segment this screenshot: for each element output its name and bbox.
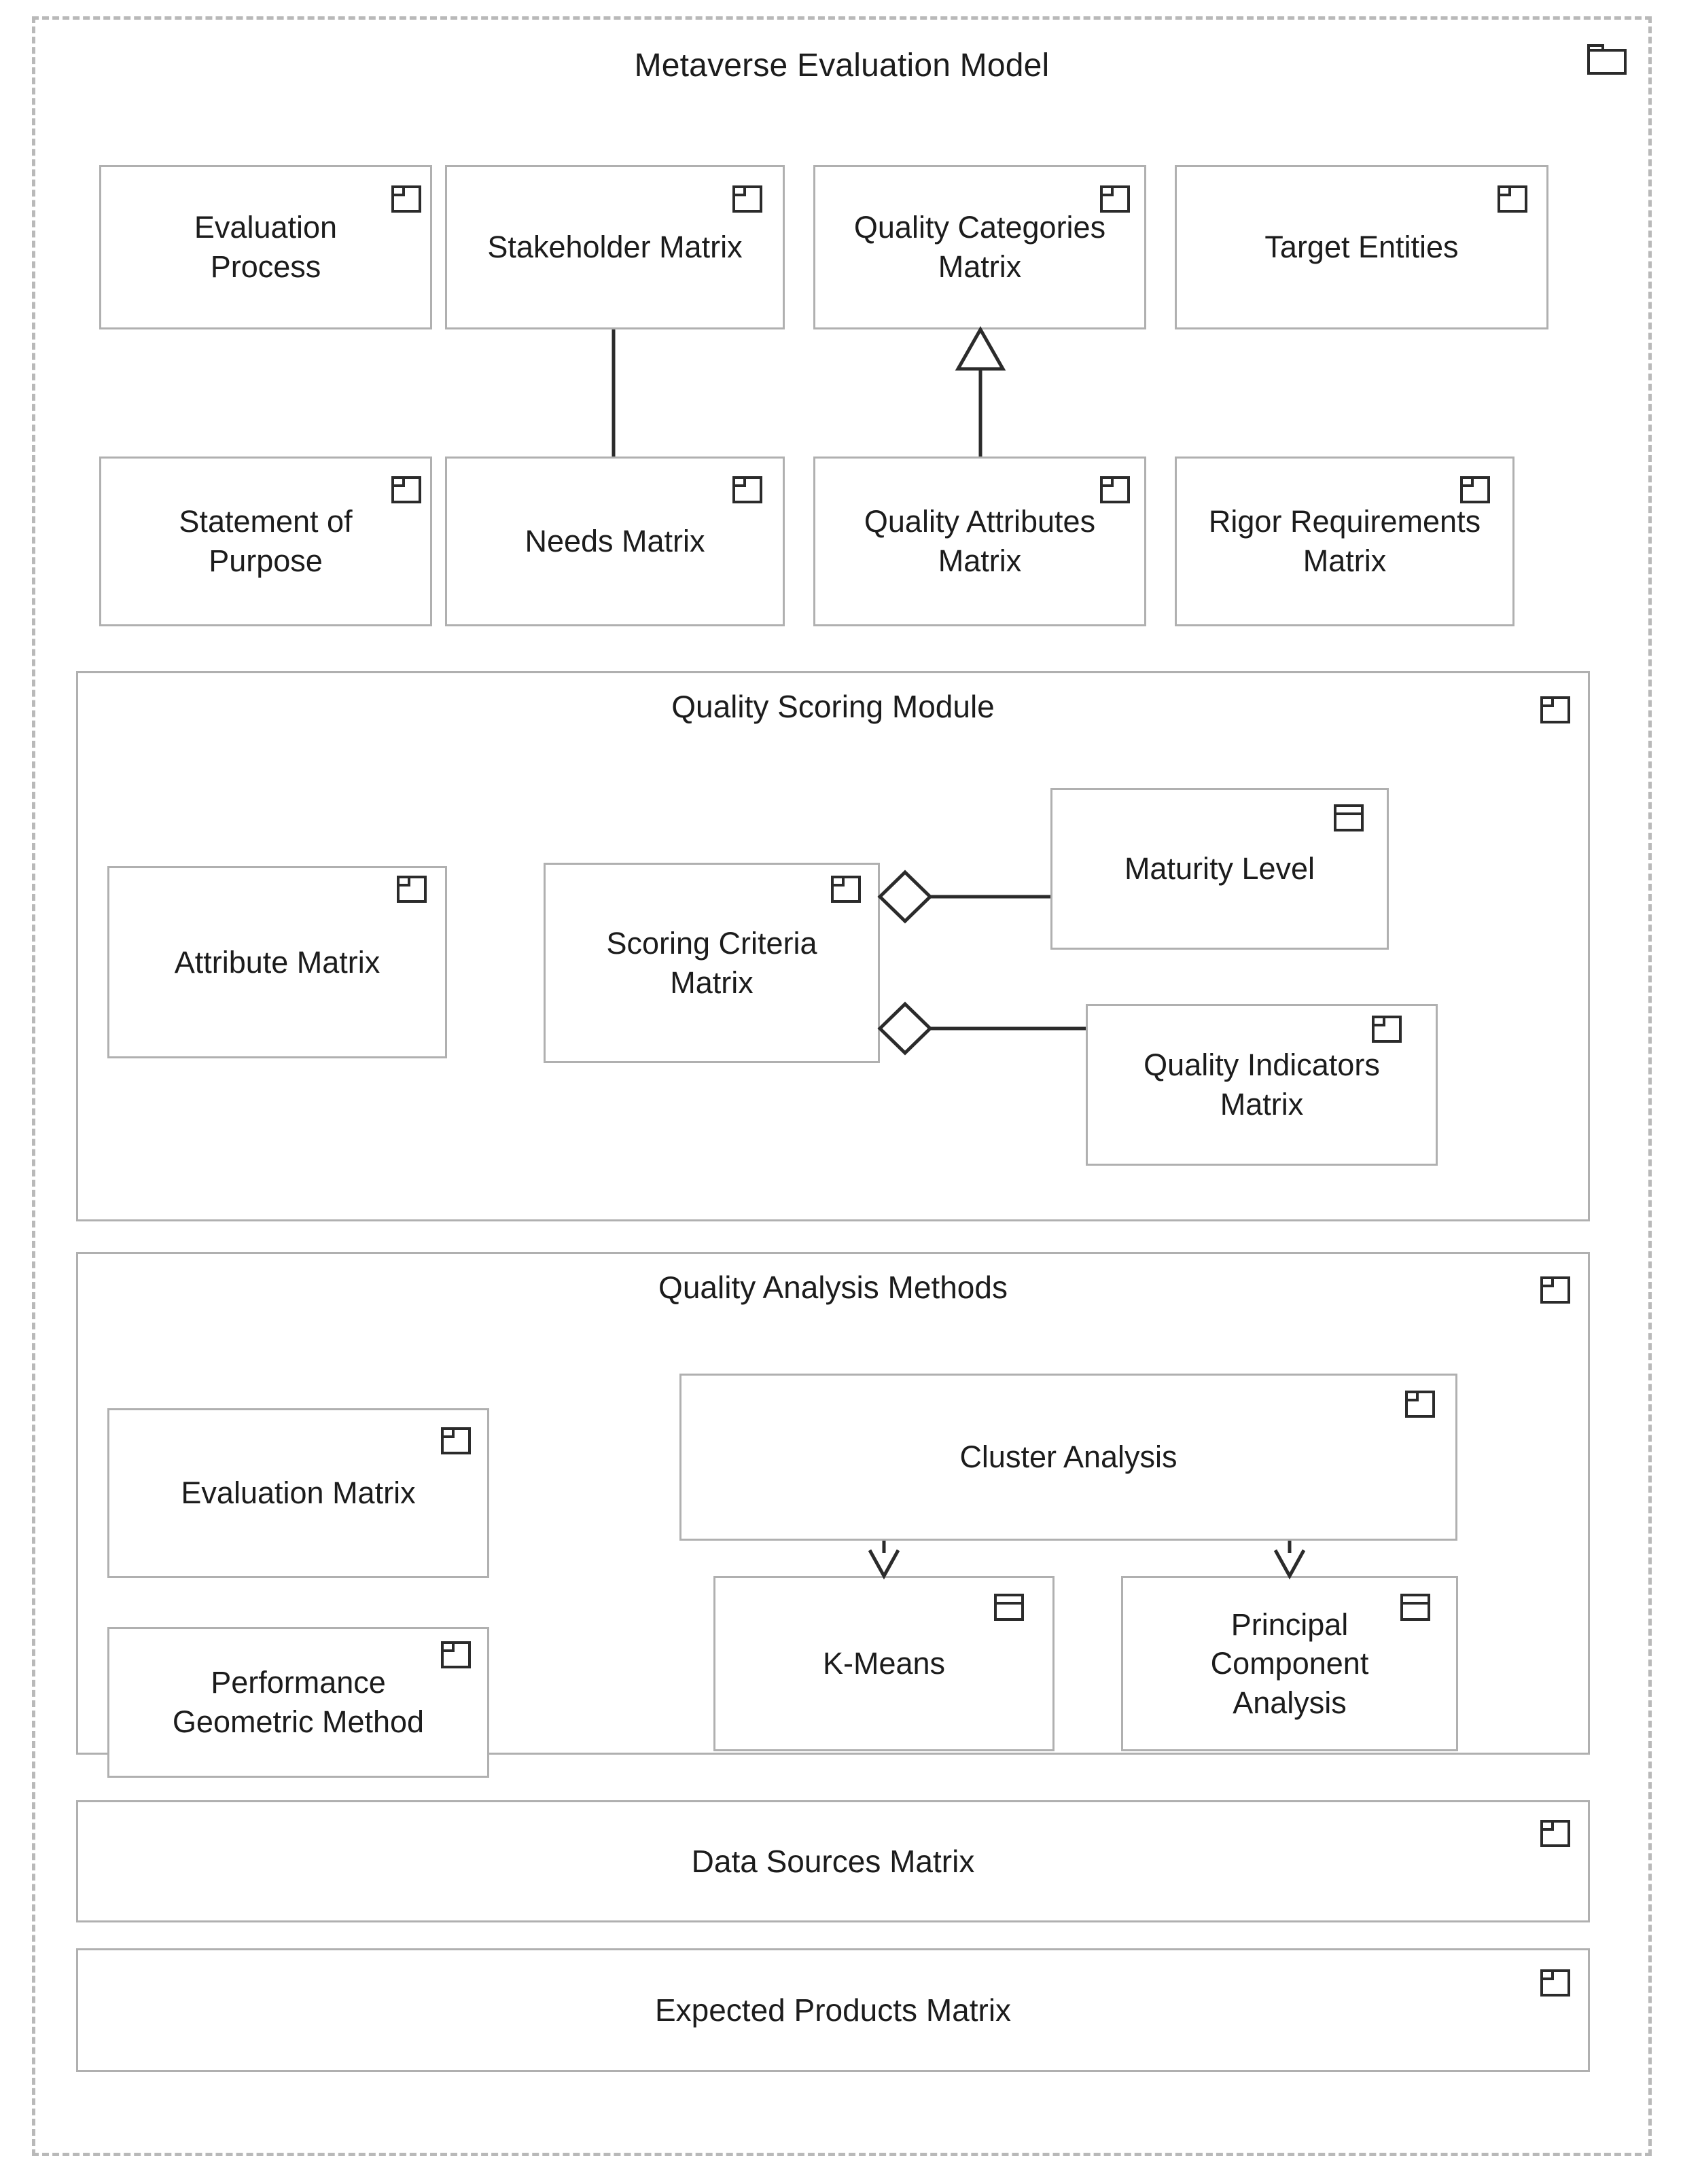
node-principal-component-analysis[interactable]: Principal Component Analysis xyxy=(1121,1576,1458,1751)
bar-data-sources-matrix[interactable]: Data Sources Matrix xyxy=(76,1800,1590,1922)
module-title: Quality Scoring Module xyxy=(671,689,995,724)
bar-expected-products-matrix[interactable]: Expected Products Matrix xyxy=(76,1948,1590,2072)
node-performance-geometric-method[interactable]: Performance Geometric Method xyxy=(107,1627,489,1778)
node-k-means[interactable]: K-Means xyxy=(713,1576,1055,1751)
node-stakeholder-matrix[interactable]: Stakeholder Matrix xyxy=(445,165,785,329)
node-quality-categories-matrix[interactable]: Quality Categories Matrix xyxy=(813,165,1146,329)
node-maturity-level[interactable]: Maturity Level xyxy=(1050,788,1389,950)
node-cluster-analysis[interactable]: Cluster Analysis xyxy=(679,1374,1457,1541)
node-evaluation-matrix[interactable]: Evaluation Matrix xyxy=(107,1408,489,1578)
bar-title: Data Sources Matrix xyxy=(691,1844,975,1879)
module-title: Quality Analysis Methods xyxy=(658,1270,1008,1305)
node-needs-matrix[interactable]: Needs Matrix xyxy=(445,457,785,626)
page-title: Metaverse Evaluation Model xyxy=(634,48,1050,84)
node-quality-indicators-matrix[interactable]: Quality Indicators Matrix xyxy=(1086,1004,1438,1166)
node-target-entities[interactable]: Target Entities xyxy=(1175,165,1548,329)
node-scoring-criteria-matrix[interactable]: Scoring Criteria Matrix xyxy=(544,863,880,1063)
bar-title: Expected Products Matrix xyxy=(654,1992,1012,2028)
node-quality-attributes-matrix[interactable]: Quality Attributes Matrix xyxy=(813,457,1146,626)
node-attribute-matrix[interactable]: Attribute Matrix xyxy=(107,866,447,1058)
node-statement-of-purpose[interactable]: Statement of Purpose xyxy=(99,457,432,626)
node-rigor-requirements-matrix[interactable]: Rigor Requirements Matrix xyxy=(1175,457,1514,626)
node-evaluation-process[interactable]: Evaluation Process xyxy=(99,165,432,329)
